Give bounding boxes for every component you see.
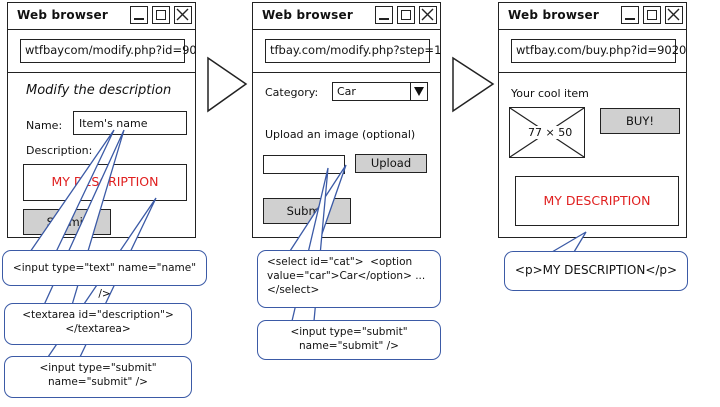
- category-label: Category:: [265, 86, 319, 99]
- callout-text: <p>MY DESCRIPTION</p>: [514, 263, 678, 277]
- divider: [8, 72, 195, 73]
- name-label: Name:: [26, 119, 63, 132]
- callout-select: <select id="cat"> <option value="car">Ca…: [257, 250, 441, 308]
- close-icon: [421, 8, 434, 21]
- flow-arrow-1-icon: [207, 56, 248, 113]
- name-input-value: Item's name: [79, 117, 148, 130]
- callout-text-line3: </select>: [267, 284, 320, 296]
- close-icon: [667, 8, 680, 21]
- title-bar: Web browser: [8, 3, 195, 30]
- address-bar[interactable]: wtfbaycom/modify.php?id=90: [20, 39, 197, 63]
- close-button[interactable]: [419, 6, 437, 24]
- minimize-button[interactable]: [130, 6, 148, 24]
- title-bar: Web browser: [253, 3, 440, 30]
- page-heading: Modify the description: [26, 83, 172, 98]
- callout-text-line1: <textarea id="description">: [22, 309, 174, 321]
- close-button[interactable]: [665, 6, 683, 24]
- flow-arrow-2-icon: [452, 56, 495, 113]
- maximize-button[interactable]: [397, 6, 415, 24]
- callout-text-line2: name="submit" />: [299, 340, 399, 352]
- file-path-input[interactable]: [263, 155, 345, 174]
- window-title: Web browser: [17, 8, 108, 22]
- image-placeholder-size: 77 × 50: [526, 126, 575, 139]
- maximize-button[interactable]: [643, 6, 661, 24]
- browser-window-modify-step: Web browser tfbay.com/modify.php?step=1 …: [252, 2, 441, 238]
- category-value: Car: [337, 85, 356, 98]
- callout-paragraph: <p>MY DESCRIPTION</p>: [504, 251, 688, 291]
- callout-text-line1: <input type="submit": [290, 326, 408, 338]
- callout-text-line2: value="car">Car</option> ...: [267, 270, 426, 282]
- callout-name-input: <input type="text" name="name" />: [2, 250, 207, 300]
- callout-text-line2: </textarea>: [65, 323, 131, 335]
- callout-submit-1: <input type="submit" name="submit" />: [4, 356, 192, 398]
- callout-pointer-6: [551, 231, 587, 253]
- callout-text: <input type="text" name="name" />: [12, 262, 197, 300]
- callout-text-line2: name="submit" />: [48, 376, 148, 388]
- upload-button[interactable]: Upload: [355, 154, 427, 173]
- dropdown-arrow-icon: [410, 83, 427, 100]
- upload-label: Upload an image (optional): [265, 128, 416, 141]
- image-placeholder: 77 × 50: [509, 107, 585, 158]
- buy-button[interactable]: BUY!: [600, 108, 680, 134]
- window-title: Web browser: [262, 8, 353, 22]
- window-title: Web browser: [508, 8, 599, 22]
- browser-window-buy: Web browser wtfbay.com/buy.php?id=9020 Y…: [498, 2, 687, 238]
- divider: [499, 72, 686, 73]
- title-bar: Web browser: [499, 3, 686, 30]
- name-input[interactable]: Item's name: [73, 111, 187, 135]
- divider: [253, 72, 440, 73]
- close-icon: [176, 8, 189, 21]
- callout-pointer-1: [29, 129, 115, 253]
- item-title: Your cool item: [511, 87, 589, 100]
- description-label: Description:: [26, 144, 93, 157]
- close-button[interactable]: [174, 6, 192, 24]
- description-paragraph: MY DESCRIPTION: [515, 176, 679, 226]
- address-bar[interactable]: tfbay.com/modify.php?step=1: [265, 39, 441, 63]
- maximize-button[interactable]: [152, 6, 170, 24]
- callout-textarea: <textarea id="description"> </textarea>: [4, 303, 192, 345]
- minimize-button[interactable]: [621, 6, 639, 24]
- category-select[interactable]: Car: [332, 82, 428, 101]
- callout-submit-2: <input type="submit" name="submit" />: [257, 320, 441, 360]
- minimize-button[interactable]: [375, 6, 393, 24]
- browser-window-modify: Web browser wtfbaycom/modify.php?id=90 M…: [7, 2, 197, 238]
- callout-text-line1: <input type="submit": [39, 362, 157, 374]
- callout-text-line1: <select id="cat"> <option: [267, 256, 413, 268]
- address-bar[interactable]: wtfbay.com/buy.php?id=9020: [511, 39, 686, 63]
